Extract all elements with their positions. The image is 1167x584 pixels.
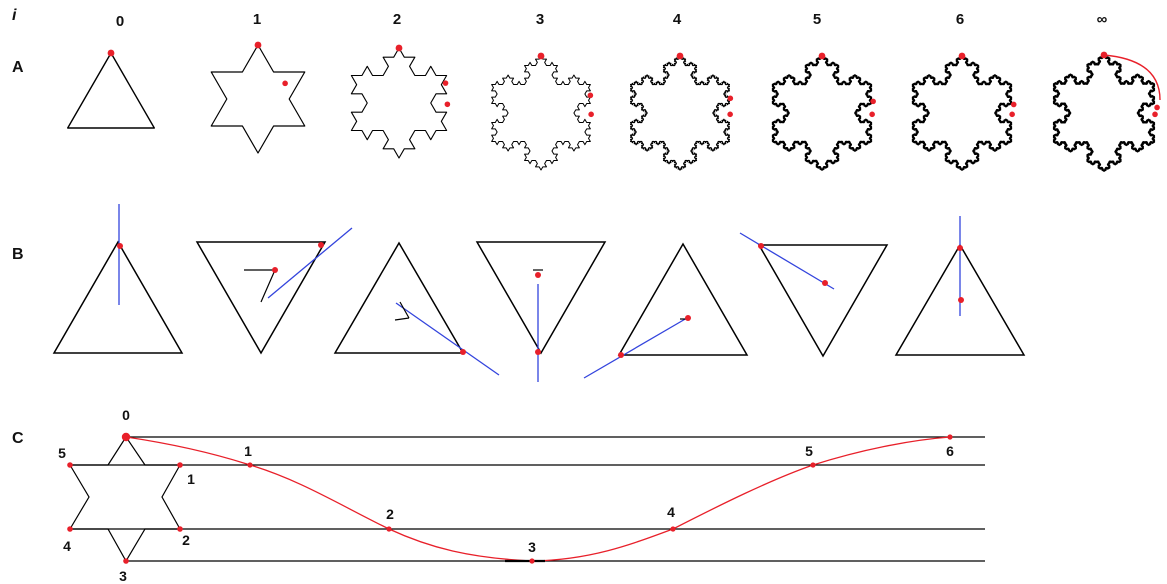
koch-side-marker-3 <box>587 92 594 99</box>
pivot-marker-0-0 <box>117 243 123 249</box>
pivot-marker-6-1 <box>958 297 964 303</box>
pivot-marker-2-0 <box>460 349 466 355</box>
curve-point-marker-4 <box>670 526 676 532</box>
pivot-marker-4-1 <box>685 315 691 321</box>
column-label-2: 2 <box>393 11 401 28</box>
koch-top-marker-1 <box>254 41 262 49</box>
star-vertex-marker-3 <box>123 558 129 564</box>
koch-outline-3 <box>491 55 591 171</box>
column-label-1: 1 <box>253 11 261 28</box>
rotating-triangle-2 <box>333 241 465 354</box>
koch-iteration-row <box>66 41 1161 172</box>
star-vertex-marker-2 <box>177 526 183 532</box>
rotation-axis-2 <box>395 302 500 376</box>
hexagram-star <box>68 435 182 563</box>
koch-outline-6 <box>911 55 1013 171</box>
rotating-triangle-5 <box>757 244 889 358</box>
koch-outline-0 <box>66 52 156 129</box>
row-label-a: A <box>12 59 24 76</box>
curve-point-marker-3 <box>529 558 535 564</box>
column-label-infinity: ∞ <box>1097 11 1108 28</box>
koch-side-marker-6 <box>1010 101 1017 108</box>
koch-top-marker-3 <box>537 52 545 60</box>
curve-point-label-5: 5 <box>805 443 813 459</box>
curve-point-label-6: 6 <box>946 443 954 459</box>
star-vertex-label-0: 0 <box>122 407 130 423</box>
star-vertex-marker-5 <box>67 462 73 468</box>
rotating-triangle-0 <box>52 240 184 354</box>
row-label-b: B <box>12 246 24 263</box>
koch-outline-4 <box>629 55 731 171</box>
koch-outline-7 <box>1052 54 1156 172</box>
column-label-5: 5 <box>813 11 821 28</box>
pivot-tick-1-1 <box>260 269 276 303</box>
pivot-marker-3-1 <box>535 272 541 278</box>
koch-top-marker-2 <box>395 44 403 52</box>
curve-point-label-3: 3 <box>528 539 536 555</box>
curve-point-marker-6 <box>947 434 953 440</box>
koch-top-marker-5 <box>818 52 826 60</box>
column-label-0: 0 <box>116 13 124 30</box>
curve-point-label-4: 4 <box>667 504 675 520</box>
rotation-axis-1 <box>267 227 353 299</box>
unrolling-geometry <box>67 432 985 564</box>
koch-side-marker-b-4 <box>727 111 733 118</box>
pivot-tick-2-1 <box>394 317 410 321</box>
curve-point-label-2: 2 <box>386 506 394 522</box>
star-vertex-label-5: 5 <box>58 445 66 461</box>
pivot-tick-2-0 <box>399 301 410 319</box>
koch-side-marker-5 <box>870 98 876 105</box>
star-vertex-label-4: 4 <box>63 538 71 554</box>
star-vertex-label-1: 1 <box>187 471 195 487</box>
row-label-c: C <box>12 430 24 447</box>
star-vertex-marker-1 <box>177 462 183 468</box>
koch-side-marker-4 <box>727 95 734 102</box>
curve-point-marker-5 <box>810 462 816 468</box>
index-symbol: i <box>12 7 17 24</box>
pivot-marker-4-0 <box>618 352 624 358</box>
koch-side-marker-b-5 <box>869 111 875 118</box>
koch-outline-1 <box>210 44 306 154</box>
koch-outline-2 <box>350 47 448 159</box>
pivot-marker-5-1 <box>822 280 828 286</box>
koch-side-marker-b-2 <box>444 101 451 108</box>
curve-point-marker-2 <box>386 526 392 532</box>
rotation-axis-4 <box>583 317 688 379</box>
column-label-6: 6 <box>956 11 964 28</box>
star-unrolling-diagram: 0 1 2 3 4 5 1 2 3 4 5 6 <box>58 407 985 584</box>
koch-side-marker-2 <box>442 80 449 86</box>
koch-top-marker-6 <box>958 52 966 60</box>
column-label-3: 3 <box>536 11 544 28</box>
column-label-4: 4 <box>673 11 682 28</box>
star-vertex-label-2: 2 <box>182 532 190 548</box>
pivot-marker-1-0 <box>318 242 324 248</box>
koch-side-marker-b-3 <box>588 111 594 118</box>
rotating-triangle-row <box>52 204 1026 382</box>
koch-side-marker-7 <box>1154 104 1160 111</box>
koch-outline-5 <box>771 55 873 171</box>
koch-side-marker-b-7 <box>1152 111 1158 118</box>
rotating-triangle-3 <box>475 241 607 355</box>
rotating-triangle-6 <box>894 243 1026 356</box>
star-vertex-marker-4 <box>67 526 73 532</box>
curve-point-label-1: 1 <box>244 443 252 459</box>
rotating-triangle-1 <box>195 241 327 355</box>
koch-top-marker-0 <box>107 49 115 57</box>
pivot-marker-5-0 <box>758 243 764 249</box>
star-vertex-label-3: 3 <box>119 568 127 584</box>
koch-side-marker-b-6 <box>1009 111 1015 118</box>
pivot-marker-6-0 <box>957 245 963 251</box>
limit-arc <box>1103 54 1161 101</box>
rotating-triangle-4 <box>617 242 749 356</box>
koch-side-marker-1 <box>282 80 288 87</box>
koch-top-marker-4 <box>676 52 684 60</box>
rotation-axis-5 <box>739 232 835 290</box>
pivot-marker-3-0 <box>535 349 541 355</box>
curve-point-marker-1 <box>247 462 253 468</box>
pivot-marker-1-1 <box>272 267 278 273</box>
